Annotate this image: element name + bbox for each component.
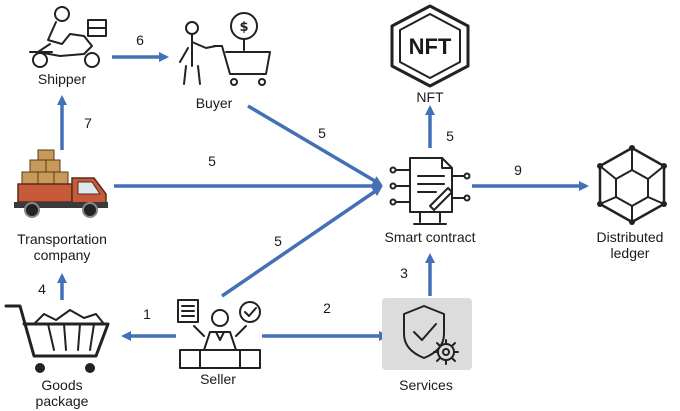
edge-arrows [57,52,589,341]
edge-label: 2 [323,300,331,316]
node-label-seller: Seller [200,371,236,387]
edge-5-seller-to-contract [221,186,383,298]
node-label-smart-contract: Smart contract [384,229,475,245]
edge-label: 3 [400,265,408,281]
cargo-truck-icon [14,149,108,218]
edge-label: 1 [143,306,151,322]
smart-contract-document-icon [389,157,471,225]
nft-badge-text: NFT [409,34,452,59]
edge-label: 5 [446,128,454,144]
edge-labels: 6 7 4 1 2 3 6 5 9 5 5 5 [38,32,522,322]
node-label-distributed-ledger: Distributed [597,229,664,245]
edge-label: 9 [514,162,522,178]
node-label-shipper: Shipper [38,71,87,87]
node-label-buyer: Buyer [196,95,233,111]
node-label-services: Services [399,377,453,393]
edge-label: 5 [274,233,282,249]
node-label-distributed-ledger-2: ledger [611,245,650,261]
edge-label: 5 [208,153,216,169]
node-label-goods: Goods [41,377,82,393]
svg-text:$: $ [239,20,248,35]
edge-label: 7 [84,115,92,131]
edge-5-buyer-to-contract [247,104,383,186]
edge-label: 4 [38,281,46,297]
seller-person-icon [177,299,261,369]
edge-label: 6 [136,32,144,48]
node-label-nft: NFT [416,89,444,105]
blockchain-cube-icon [597,145,667,225]
node-label-goods-2: package [36,393,89,409]
shield-gear-icon [382,298,472,370]
shopping-cart-icon [4,304,110,373]
shopping-cart-person-icon: $ [179,12,271,86]
nft-hexagon-icon: NFT [390,4,470,88]
edge-label: 5 [318,125,326,141]
node-label-transportation: Transportation [17,231,107,247]
delivery-scooter-icon [29,6,107,68]
node-label-transportation-2: company [34,247,91,263]
